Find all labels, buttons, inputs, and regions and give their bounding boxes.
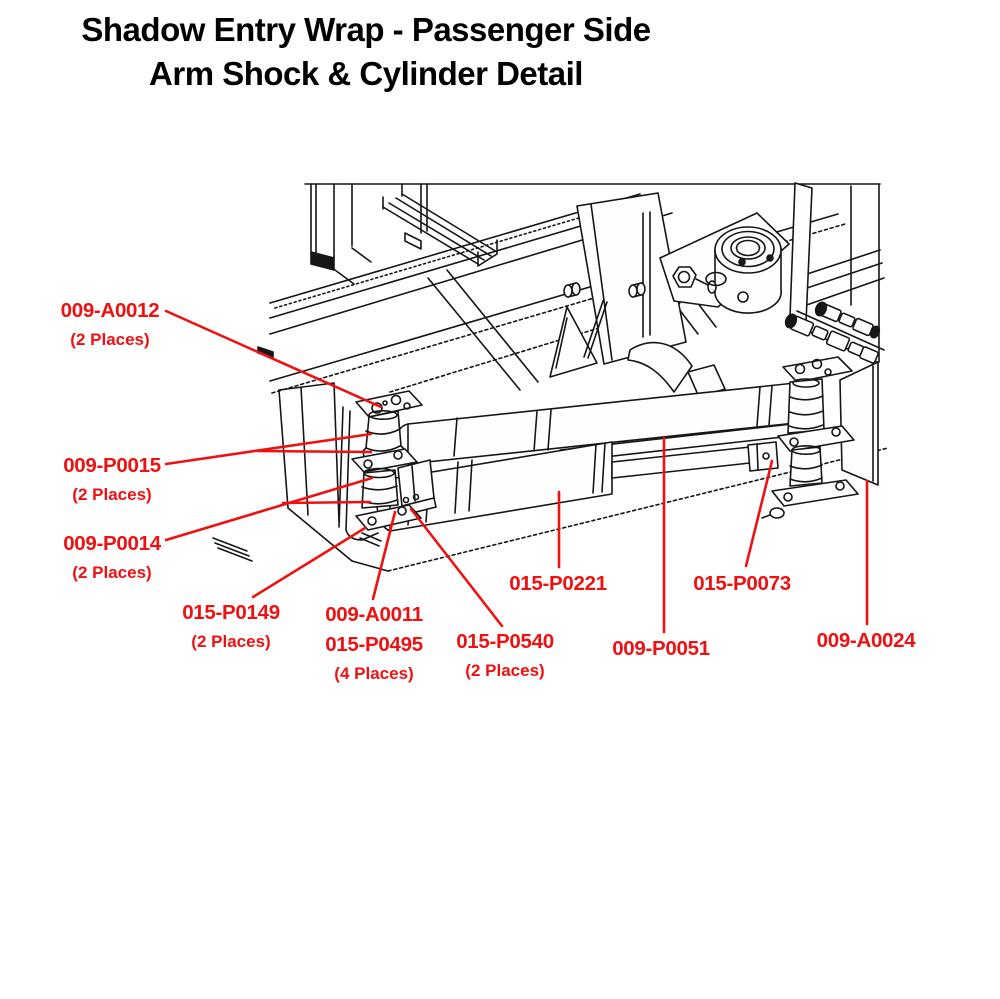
quantity-note: (2 Places) <box>465 661 545 680</box>
quantity-note: (2 Places) <box>72 485 152 504</box>
part-label-015-P0540: 015-P0540 (2 Places) <box>456 627 554 685</box>
part-label-009-A0024: 009-A0024 <box>817 626 916 656</box>
part-number: 009-P0015 <box>63 454 161 477</box>
leader-line-015-P0540 <box>409 507 504 628</box>
diagram-title: Shadow Entry Wrap - Passenger Side Arm S… <box>55 8 677 96</box>
quantity-note: (2 Places) <box>70 330 150 349</box>
leader-line-015-P0073 <box>744 459 774 568</box>
part-number: 009-P0051 <box>612 637 710 660</box>
quantity-note: (4 Places) <box>334 664 414 683</box>
part-number: 009-P0014 <box>63 532 161 555</box>
leader-line-009-A0012 <box>164 309 383 409</box>
part-number: 009-A0011 <box>325 603 423 626</box>
part-label-009-P0051: 009-P0051 <box>612 634 710 664</box>
leader-line-009-P0014 <box>164 476 374 542</box>
part-number: 015-P0495 <box>325 633 423 656</box>
part-label-009-A0012: 009-A0012 (2 Places) <box>61 296 160 354</box>
quantity-note: (2 Places) <box>191 632 271 651</box>
part-number: 009-A0024 <box>816 629 916 652</box>
part-label-009-P0015: 009-P0015 (2 Places) <box>63 451 161 509</box>
leader-line-015-P0149 <box>251 526 367 599</box>
part-label-015-P0073: 015-P0073 <box>693 569 791 599</box>
part-number: 015-P0221 <box>509 572 607 595</box>
title-line-2: Arm Shock & Cylinder Detail <box>149 55 583 92</box>
quantity-note: (2 Places) <box>72 563 152 582</box>
title-line-1: Shadow Entry Wrap - Passenger Side <box>81 11 651 48</box>
part-number: 015-P0073 <box>693 572 791 595</box>
leader-line-009-P0014 <box>281 500 372 505</box>
part-label-009-A0011: 009-A0011 015-P0495 (4 Places) <box>325 600 423 688</box>
leader-line-009-P0015 <box>256 449 373 454</box>
part-number: 015-P0540 <box>456 630 554 653</box>
part-number: 015-P0149 <box>182 601 280 624</box>
part-label-015-P0221: 015-P0221 <box>509 569 607 599</box>
part-number: 009-A0012 <box>60 299 160 322</box>
part-label-009-P0014: 009-P0014 (2 Places) <box>63 529 161 587</box>
leader-line-009-P0015 <box>164 432 373 466</box>
leader-line-009-A0011 <box>371 510 397 601</box>
part-label-015-P0149: 015-P0149 (2 Places) <box>182 598 280 656</box>
